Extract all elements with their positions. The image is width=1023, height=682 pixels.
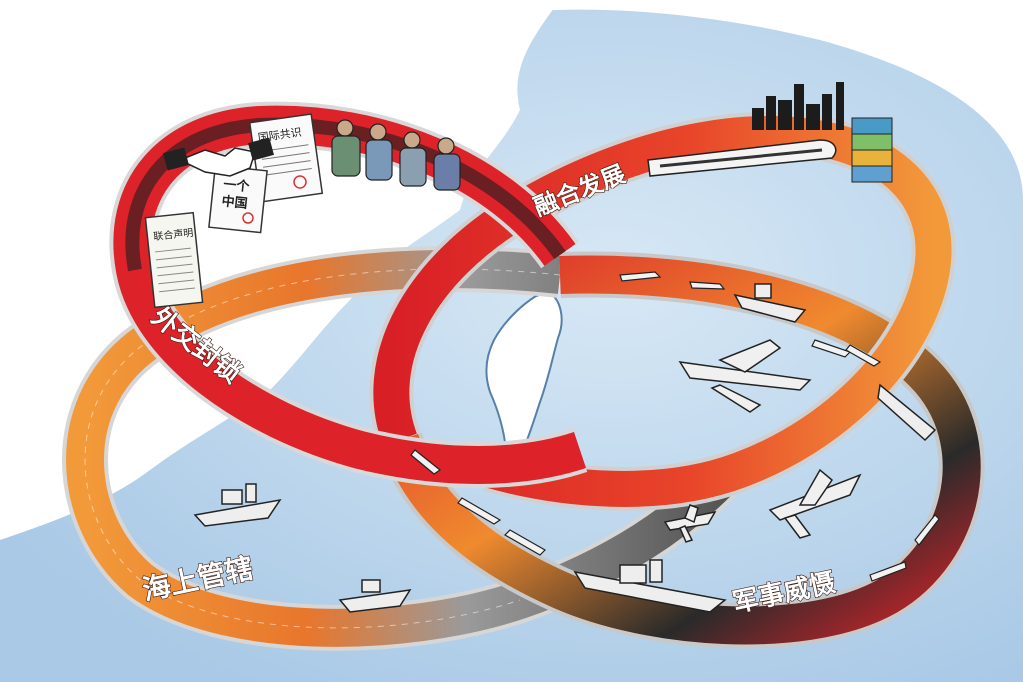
warship-icon — [193, 483, 282, 527]
warship-icon — [877, 383, 937, 442]
international-consensus-document: 国际共识 — [248, 113, 324, 203]
warship-icon — [733, 283, 807, 323]
missile-icon — [410, 271, 940, 582]
military-deterrence-band — [378, 251, 985, 649]
svg-text:联合声明: 联合声明 — [153, 226, 194, 243]
warship-icon — [573, 559, 727, 613]
train-icon — [647, 139, 837, 177]
people-icon — [331, 119, 461, 191]
svg-text:中国: 中国 — [221, 193, 249, 212]
handshake-icon — [163, 137, 274, 177]
svg-text:一个: 一个 — [223, 176, 252, 195]
joint-statement-scroll: 联合声明 — [144, 211, 204, 309]
fighter-jet-icon — [768, 468, 862, 539]
city-skyline-icon — [752, 82, 844, 130]
bomber-icon — [678, 339, 812, 413]
one-china-document: 一个 中国 — [208, 164, 268, 234]
fighter-jet-icon — [663, 504, 717, 543]
warship-icon — [338, 579, 412, 613]
container-stack-icon — [851, 117, 893, 183]
integrated-development-band — [369, 111, 956, 511]
